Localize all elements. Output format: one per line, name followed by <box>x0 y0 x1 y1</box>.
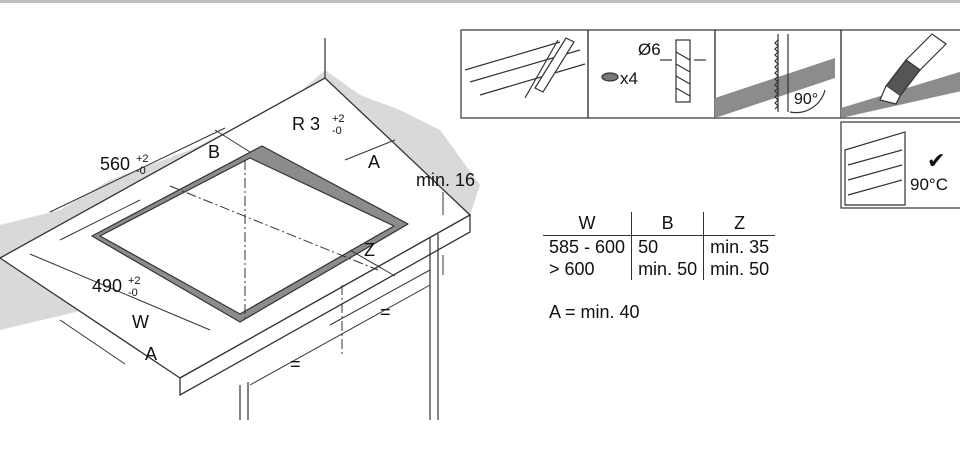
table-row: > 600 min. 50 min. 50 <box>543 258 776 280</box>
a-bottom-label: A <box>145 344 157 364</box>
center-lines <box>169 160 379 355</box>
cell-b: 50 <box>631 235 704 258</box>
min16-label: min. 16 <box>416 170 475 190</box>
top-divider <box>0 0 960 3</box>
width-dimension-tol-down: -0 <box>136 165 146 177</box>
spec-table: W B Z 585 - 600 50 min. 35 > 600 min. 50… <box>543 212 776 280</box>
marking-pencil-icon <box>464 37 586 99</box>
z-label: Z <box>364 240 375 260</box>
cell-w: > 600 <box>549 259 595 279</box>
depth-dimension-tol-up: +2 <box>128 275 141 287</box>
panel3-worktop <box>715 58 835 118</box>
depth-dimension-label: 490 <box>92 276 122 296</box>
radius-label: R 3 <box>292 114 320 134</box>
cell-w: 585 - 600 <box>549 237 626 257</box>
saw-blade-icon <box>774 34 826 114</box>
a-top-label: A <box>368 152 380 172</box>
width-dimension-tol-up: +2 <box>136 153 149 165</box>
drill-bit-icon <box>601 39 706 103</box>
cell-b: min. 50 <box>631 258 704 280</box>
radius-tol-up: +2 <box>332 113 345 125</box>
saw-angle-label: 90° <box>794 91 818 108</box>
cutout-opening <box>99 157 395 315</box>
check-mark-icon: ✔ <box>927 148 945 173</box>
radius-tol-down: -0 <box>332 125 342 137</box>
drill-diameter-label: Ø6 <box>638 40 661 59</box>
header-w: W <box>543 212 632 236</box>
dimension-lines <box>29 127 444 386</box>
cabinet-sides <box>239 234 439 420</box>
cell-z: min. 35 <box>703 235 776 258</box>
b-label: B <box>208 142 220 162</box>
spec-table-header: W B Z <box>543 212 776 236</box>
cell-z: min. 50 <box>703 258 776 280</box>
w-label: W <box>132 312 149 332</box>
equal-label-left: = <box>290 354 301 374</box>
hole-count-label: x4 <box>620 69 638 88</box>
header-z: Z <box>703 212 776 236</box>
check-angle-label: 90°C <box>910 175 948 194</box>
instruction-panels <box>460 29 960 209</box>
width-dimension-label: 560 <box>100 154 130 174</box>
a-min-note: A = min. 40 <box>549 302 640 322</box>
drawer-unit-icon <box>844 131 906 206</box>
table-row: 585 - 600 50 min. 35 <box>543 235 776 258</box>
countertop-front-edge <box>179 213 471 397</box>
header-b: B <box>631 212 704 236</box>
equal-label-right: = <box>380 302 391 322</box>
depth-dimension-tol-down: -0 <box>128 287 138 299</box>
brush-icon <box>879 33 947 105</box>
